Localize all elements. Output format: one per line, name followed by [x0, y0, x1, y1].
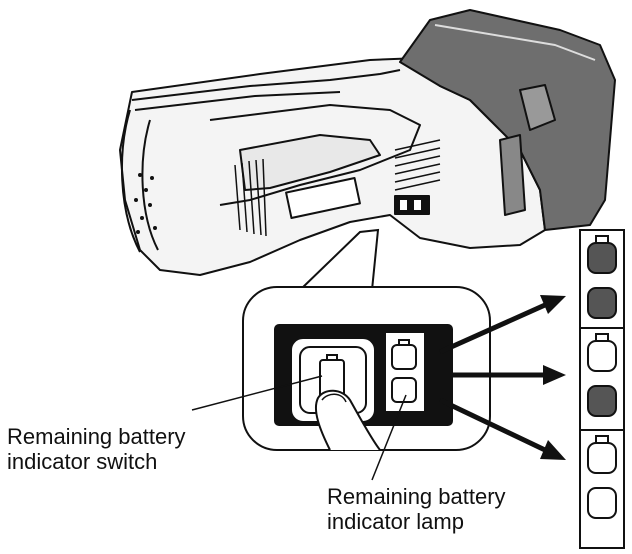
battery-pack [399, 9, 616, 231]
callout-pointer [299, 228, 380, 291]
battery-pack-top [434, 24, 596, 61]
battery-pack-rib [499, 134, 526, 216]
state-arrows [438, 295, 566, 460]
side-slot [285, 177, 361, 219]
side-trim-2 [239, 134, 381, 191]
arrow-head-2 [543, 365, 566, 385]
grip-grooves [234, 158, 267, 237]
lower-lamp-lit [587, 385, 617, 417]
leader-lines [191, 375, 407, 481]
switch-label-line-1: Remaining battery [7, 424, 186, 449]
leader-switch [191, 375, 323, 411]
tool-indicator-lamp-2 [414, 200, 421, 210]
battery-pack-body [399, 9, 616, 231]
upper-lamp-lit [587, 242, 617, 274]
remaining-battery-indicator-lamp-label: Remaining battery indicator lamp [327, 484, 506, 534]
arrow-to-state-1 [438, 302, 547, 355]
battery-icon [319, 354, 345, 401]
finger-illustration [314, 389, 381, 451]
tool-nose [121, 109, 141, 253]
arrow-to-state-3 [438, 397, 547, 453]
upper-lamp-off [587, 340, 617, 372]
battery-pack-latch [519, 84, 556, 131]
vent-dots [134, 173, 157, 234]
indicator-states [579, 229, 625, 549]
indicator-state-3 [579, 429, 625, 549]
lamp-label-line-1: Remaining battery [327, 484, 506, 509]
rear-vents [394, 139, 441, 191]
lower-lamp-off [587, 487, 617, 519]
lower-lamp-lit [587, 287, 617, 319]
closeup-lamp-upper [391, 339, 417, 370]
tool-nose-inner [141, 119, 159, 251]
finger-nail [321, 393, 347, 403]
upper-lamp-off [587, 442, 617, 474]
tool-indicator-lamp-1 [400, 200, 407, 210]
remaining-battery-indicator-switch-label: Remaining battery indicator switch [7, 424, 186, 474]
tool-top-rim-2 [134, 91, 341, 111]
switch-label-line-2: indicator switch [7, 449, 158, 474]
leader-lamp [371, 394, 407, 481]
arrow-head-3 [540, 440, 566, 460]
lamp-label-line-2: indicator lamp [327, 509, 464, 534]
tool-top-rim [131, 69, 401, 101]
arrow-head-1 [540, 295, 566, 314]
power-tool-illustration [119, 57, 546, 276]
side-trim [209, 104, 421, 206]
zoom-callout [242, 228, 491, 451]
indicator-state-2 [579, 327, 625, 447]
